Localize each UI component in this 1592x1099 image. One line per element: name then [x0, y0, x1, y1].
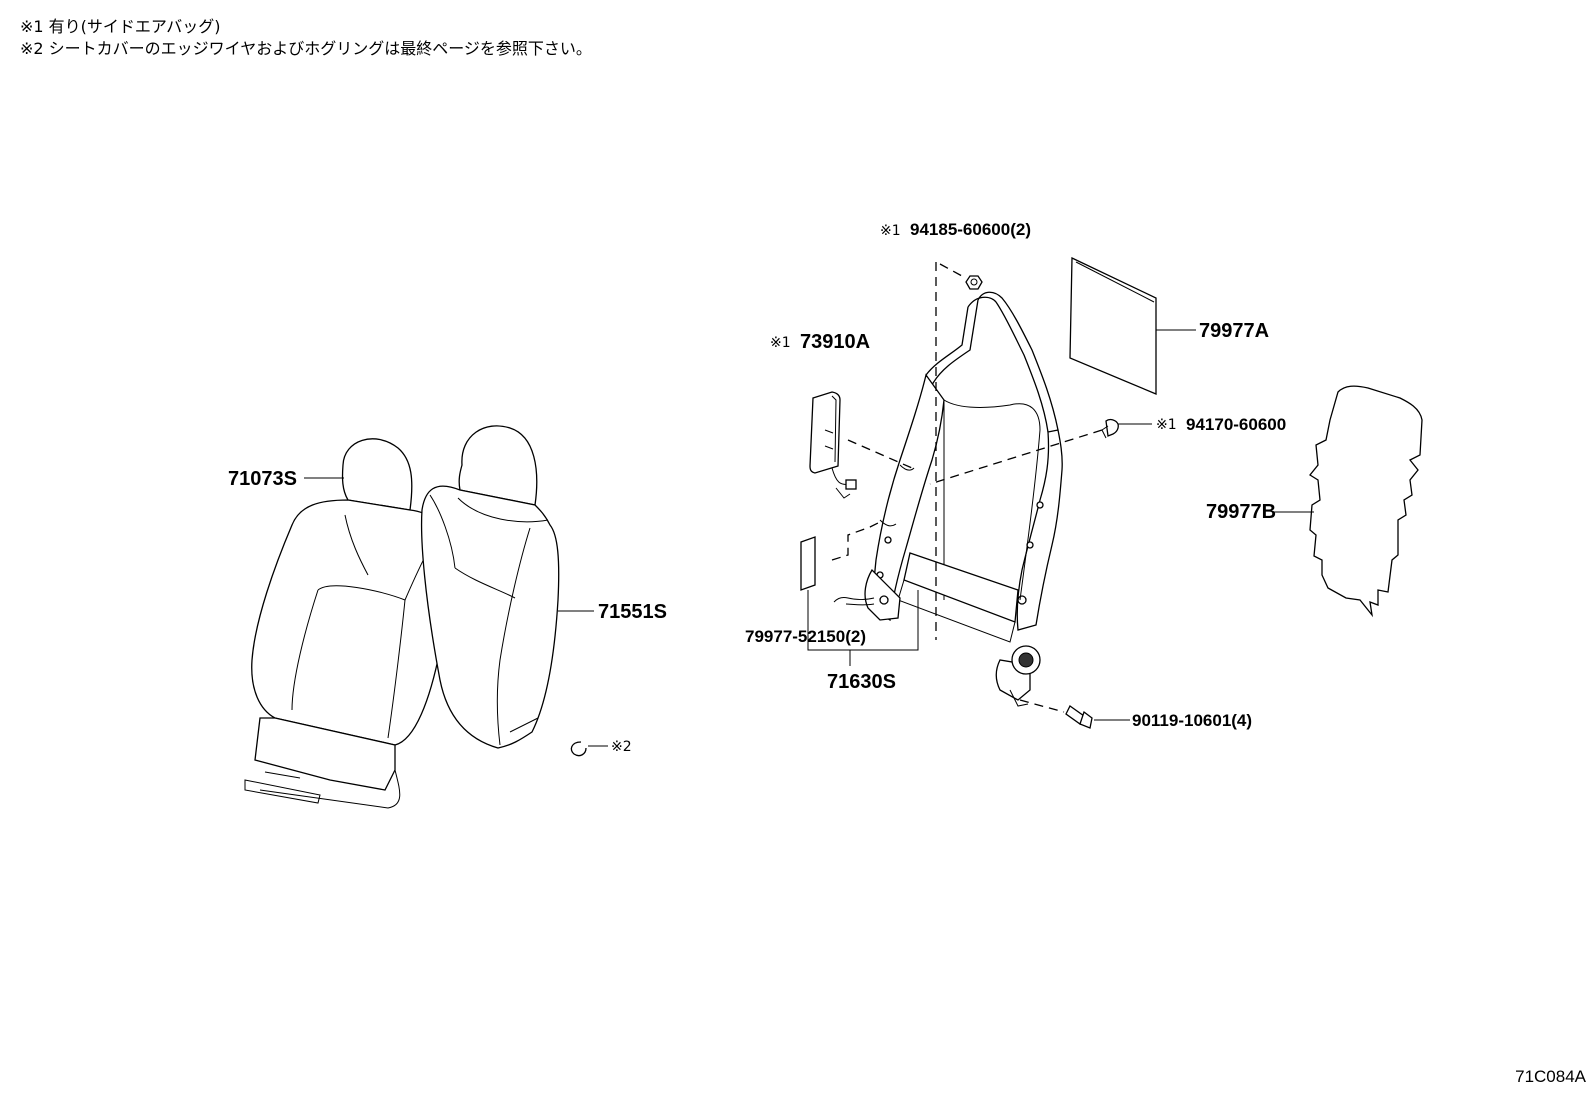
- seat-assembly-drawing: [244, 438, 451, 809]
- hog-ring-icon: [570, 741, 587, 757]
- note-2: ※2 シートカバーのエッジワイヤおよびホグリングは最終ページを参照下さい。: [20, 39, 592, 58]
- pad-b-drawing: [1309, 385, 1423, 618]
- nut-icon: [965, 275, 983, 290]
- label-clip-mark: ※1: [1156, 417, 1177, 433]
- figure-id: 71C084A: [1515, 1067, 1586, 1086]
- side-airbag-drawing: [809, 391, 857, 499]
- label-frame: 71630S: [827, 671, 896, 693]
- label-airbag-mark: ※1: [770, 335, 791, 351]
- bolt-icon: [1065, 705, 1093, 729]
- label-pad-a: 79977A: [1199, 320, 1269, 342]
- seat-cover-drawing: [420, 425, 560, 749]
- label-seat-cover: 71551S: [598, 601, 667, 623]
- label-ref2: ※2: [611, 739, 632, 755]
- label-airbag: 73910A: [800, 331, 870, 353]
- label-small-pad: 79977-52150(2): [745, 627, 866, 646]
- pad-a-drawing: [1069, 256, 1157, 395]
- leader-lines: [304, 329, 1314, 747]
- notes-block: ※1 有り(サイドエアバッグ) ※2 シートカバーのエッジワイヤおよびホグリング…: [20, 16, 592, 60]
- label-pad-b: 79977B: [1206, 501, 1276, 523]
- small-pad-drawing: [800, 536, 816, 591]
- label-nut-mark: ※1: [880, 223, 901, 239]
- label-nut: 94185-60600(2): [910, 220, 1031, 239]
- seat-frame-drawing: [833, 291, 1063, 707]
- label-bolt: 90119-10601(4): [1132, 711, 1252, 730]
- label-clip: 94170-60600: [1186, 415, 1286, 434]
- note-1: ※1 有り(サイドエアバッグ): [20, 17, 221, 36]
- label-seat-assembly: 71073S: [228, 468, 297, 490]
- assembly-dash-lines: [831, 262, 1103, 713]
- clip-icon: [1101, 418, 1119, 439]
